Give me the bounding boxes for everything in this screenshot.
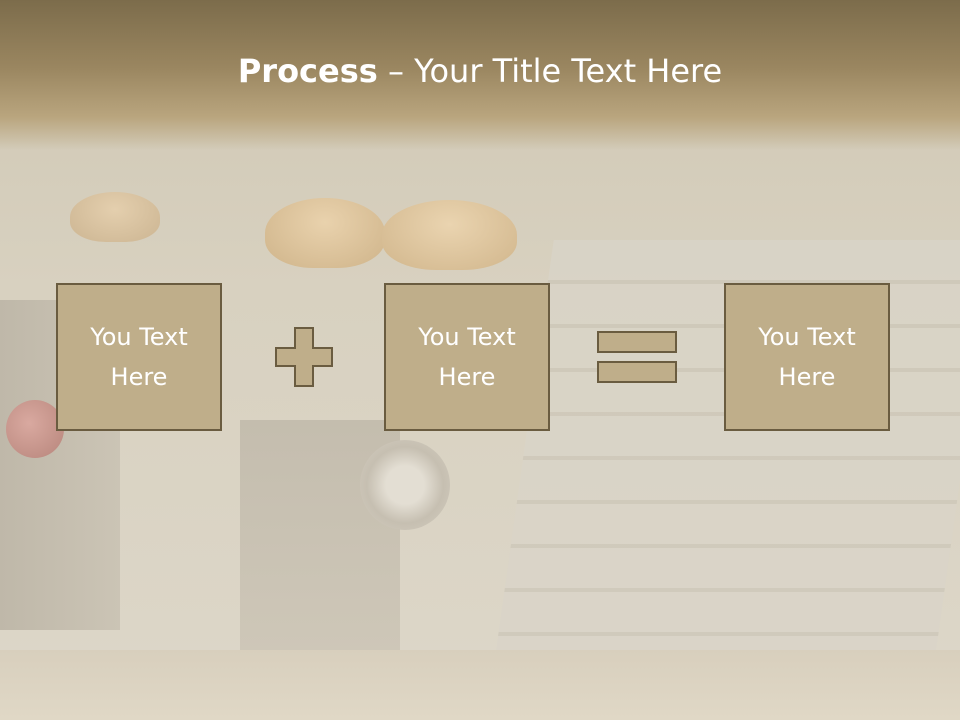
red-knob [6,400,64,458]
plus-icon [275,327,333,387]
text-box-2[interactable]: You Text Here [384,283,550,431]
bottom-ledge [0,650,960,720]
motor [360,440,450,530]
text-box-3-label: You Text Here [758,323,856,391]
title-separator: – [377,52,415,90]
bread-loaf [70,192,160,242]
title-bold: Process [237,52,378,90]
title-text: Your Title Text Here [414,52,723,90]
bread-loaf [382,200,517,270]
equals-icon [597,331,677,383]
title-bar: Process – Your Title Text Here [0,0,960,150]
text-box-2-label: You Text Here [418,323,516,391]
page-title: Process – Your Title Text Here [0,52,960,90]
bread-loaf [265,198,385,268]
text-box-1[interactable]: You Text Here [56,283,222,431]
text-box-3[interactable]: You Text Here [724,283,890,431]
text-box-1-label: You Text Here [90,323,188,391]
